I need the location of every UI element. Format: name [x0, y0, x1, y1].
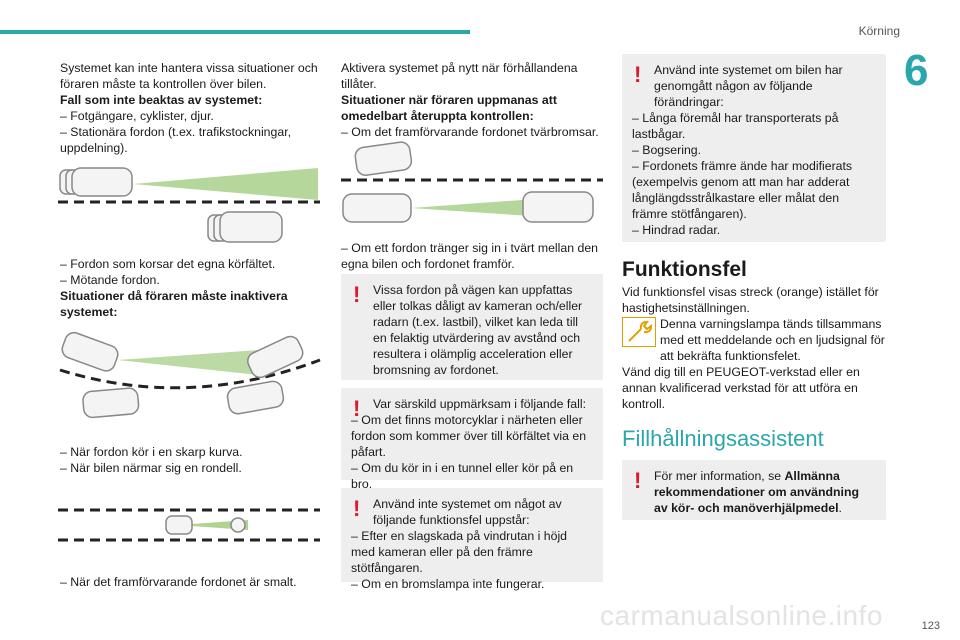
fault-text: Denna varningslampa tänds tillsammans me… — [660, 317, 885, 363]
warning-text: Använd inte systemet om något av följand… — [373, 497, 562, 527]
list-item: – Mötande fordon. — [60, 273, 160, 287]
list-item: – När fordon kör i en skarp kurva. — [60, 445, 243, 459]
info-text: För mer information, se Allmänna rekomme… — [632, 468, 876, 516]
exclamation-icon: ! — [353, 282, 361, 307]
col2-list2: – Om ett fordon tränger sig in i tvärt m… — [341, 240, 603, 272]
warning-list-item: – Efter en slagskada på vindrutan i höjd… — [351, 529, 568, 575]
col1-list4: – När det framförvarande fordonet är sma… — [60, 574, 322, 590]
warning-list-item: – Om det finns motorcyklar i närheten el… — [351, 413, 587, 459]
col1-intro: Systemet kan inte hantera vissa situatio… — [60, 60, 322, 156]
exclamation-icon: ! — [353, 396, 361, 421]
warning-list-item: – Fordonets främre ände har modifierats … — [632, 159, 853, 221]
paragraph: Vid funktionsfel visas streck (orange) i… — [622, 285, 879, 315]
list-item: – Stationära fordon (t.ex. trafikstockni… — [60, 125, 292, 155]
warning-text: Använd inte systemet om bilen har genomg… — [654, 63, 843, 109]
wrench-icon — [622, 317, 656, 347]
warning-box-detection: ! Vissa fordon på vägen kan uppfattas el… — [341, 274, 603, 380]
illustration-stationary-vehicle — [58, 167, 320, 243]
list-item: – Om det framförvarande fordonet tvärbro… — [341, 125, 599, 139]
subheading: Situationer när föraren uppmanas att ome… — [341, 93, 557, 123]
list-item: – Fordon som korsar det egna körfältet. — [60, 257, 276, 271]
col2-intro: Aktivera systemet på nytt när förhålland… — [341, 60, 603, 140]
paragraph: Vänd dig till en PEUGEOT-verkstad eller … — [622, 365, 860, 411]
col3-fault: Vid funktionsfel visas streck (orange) i… — [622, 284, 886, 412]
exclamation-icon: ! — [634, 62, 642, 87]
warning-box-lane-assist: ! För mer information, se Allmänna rekom… — [622, 460, 886, 520]
warning-list-item: – Långa föremål har transporterats på la… — [632, 111, 839, 141]
info-text-suffix: . — [838, 501, 842, 515]
warning-list-item: – Hindrad radar. — [632, 223, 721, 237]
header-accent-bar — [0, 30, 470, 34]
illustration-narrow-vehicle — [58, 508, 320, 542]
heading-malfunction: Funktionsfel — [622, 258, 747, 281]
info-text-prefix: För mer information, se — [654, 469, 785, 483]
list-item: – När det framförvarande fordonet är sma… — [60, 575, 297, 589]
section-title: Körning — [858, 24, 900, 38]
illustration-curve — [59, 331, 321, 419]
warning-box-malfunction: ! Använd inte systemet om något av följa… — [341, 488, 603, 591]
heading-lane-assist: Fillhållningsassistent — [622, 426, 824, 451]
exclamation-icon: ! — [634, 468, 642, 493]
subheading: Situationer då föraren måste inaktivera … — [60, 289, 288, 319]
illustration-braking — [341, 141, 603, 223]
warning-box-modifications: ! Använd inte systemet om bilen har geno… — [622, 54, 886, 242]
col1-list2: – Fordon som korsar det egna körfältet. … — [60, 256, 322, 320]
watermark: carmanualsonline.info — [600, 600, 883, 631]
warning-list-item: – Om du kör in i en tunnel eller kör på … — [351, 461, 574, 491]
page-number: 123 — [921, 620, 940, 632]
list-item: – Om ett fordon tränger sig in i tvärt m… — [341, 241, 598, 271]
exclamation-icon: ! — [353, 496, 361, 521]
paragraph: Aktivera systemet på nytt när förhålland… — [341, 61, 578, 91]
warning-list-item: – Bogsering. — [632, 143, 702, 157]
info-link-text: Allmänna rekommendationer om användning … — [654, 469, 859, 515]
warning-list-item: – Om en bromslampa inte fungerar. — [351, 577, 545, 591]
subheading: Fall som inte beaktas av systemet: — [60, 93, 263, 107]
warning-text: Var särskild uppmärksam i följande fall: — [373, 397, 587, 411]
warning-text: Vissa fordon på vägen kan uppfattas elle… — [373, 283, 583, 377]
paragraph-with-icon: Denna varningslampa tänds tillsammans me… — [622, 316, 886, 364]
list-item: – Fotgängare, cyklister, djur. — [60, 109, 214, 123]
warning-box-attention: ! Var särskild uppmärksam i följande fal… — [341, 388, 603, 491]
chapter-number: 6 — [904, 46, 929, 95]
list-item: – När bilen närmar sig en rondell. — [60, 461, 242, 475]
col1-list3: – När fordon kör i en skarp kurva. – När… — [60, 444, 322, 476]
paragraph: Systemet kan inte hantera vissa situatio… — [60, 61, 318, 91]
